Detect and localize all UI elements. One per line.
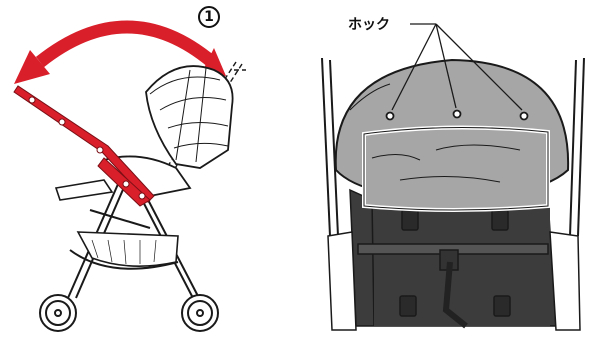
wheel-front	[40, 295, 76, 331]
step-number-badge: 1	[198, 6, 220, 28]
footrest	[56, 180, 112, 200]
stroller-side-view	[14, 27, 246, 331]
hook-label: ホック	[348, 14, 390, 34]
canopy	[146, 66, 233, 168]
canopy-rear-view	[322, 24, 584, 330]
canopy-flap	[364, 127, 548, 210]
wheel-rear	[182, 295, 218, 331]
